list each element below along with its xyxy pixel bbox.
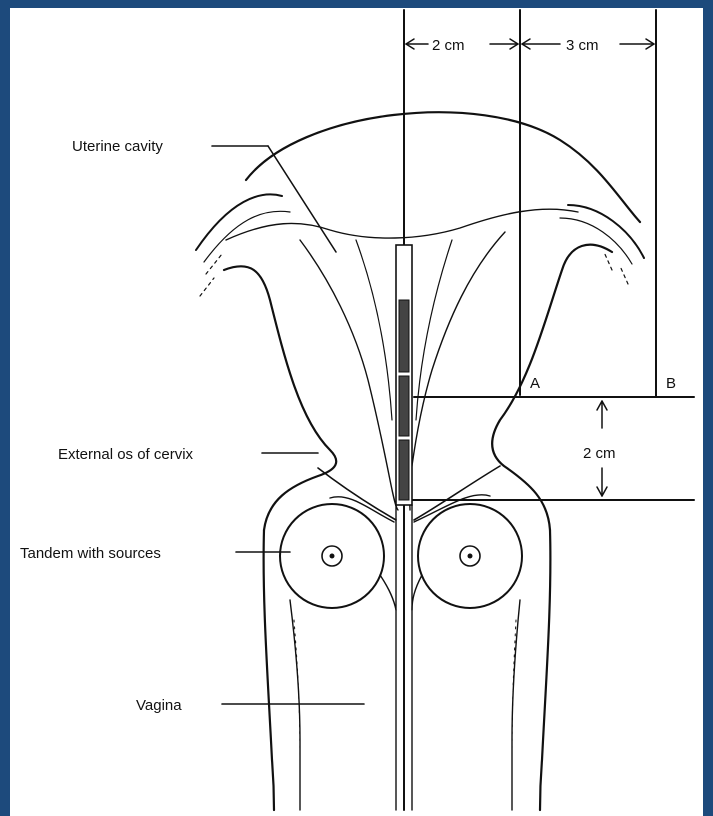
label-tandem: Tandem with sources (20, 545, 161, 562)
right-ovoid (418, 504, 522, 608)
dim-3cm-top-label: 3 cm (566, 37, 599, 54)
point-a-label: A (530, 375, 540, 392)
ovoid-connector-left (380, 575, 396, 610)
left-ovoid (280, 504, 384, 608)
vaginal-walls (264, 530, 551, 810)
leader-uterine-cavity-diag (268, 146, 336, 252)
ovoid-connector-right (412, 575, 422, 610)
label-uterine-cavity: Uterine cavity (72, 138, 163, 155)
uterus-outline (196, 112, 644, 530)
label-vagina: Vagina (136, 697, 182, 714)
point-b-label: B (666, 375, 676, 392)
dim-2cm-side-label: 2 cm (583, 445, 616, 462)
dim-2cm-top-label: 2 cm (432, 37, 465, 54)
label-external-os: External os of cervix (58, 446, 194, 463)
